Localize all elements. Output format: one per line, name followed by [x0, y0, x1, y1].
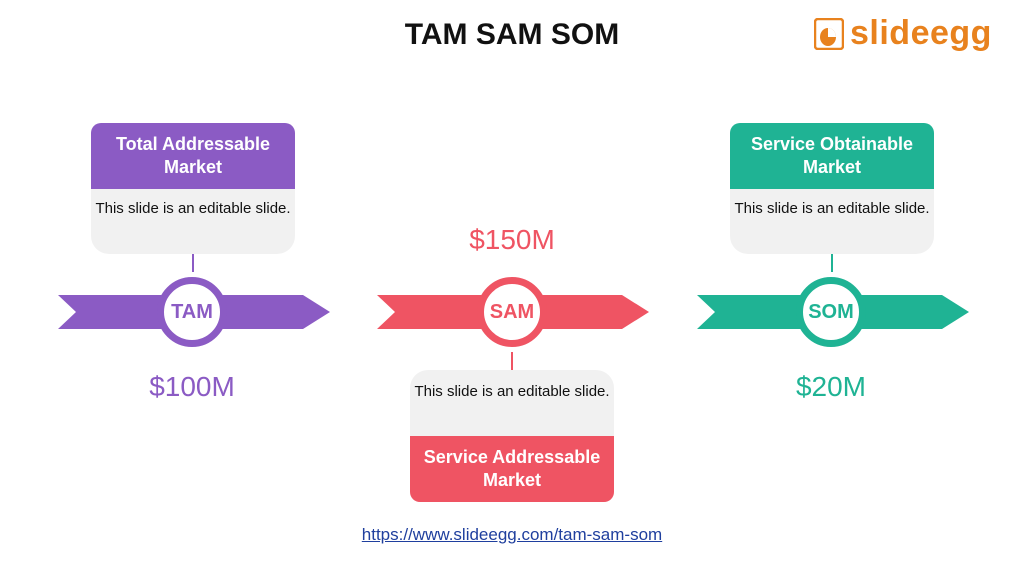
logo-text: slideegg	[850, 14, 992, 52]
som-value: $20M	[795, 371, 867, 402]
tam-circle: TAM	[157, 277, 227, 347]
sam-card: This slide is an editable slide. Service…	[410, 370, 614, 502]
som-card-heading: Service Obtainable Market	[730, 123, 934, 189]
tam-card-heading: Total Addressable Market	[91, 123, 295, 189]
sam-connector	[511, 352, 513, 370]
footer-link[interactable]: https://www.slideegg.com/tam-sam-som	[361, 525, 663, 544]
tam-connector	[192, 254, 194, 272]
tam-card: Total Addressable Market This slide is a…	[91, 123, 295, 254]
tam-value: $100M	[149, 371, 235, 402]
sam-circle: SAM	[477, 277, 547, 347]
sam-value: $150M	[469, 224, 555, 255]
som-circle: SOM	[796, 277, 866, 347]
som-card-description: This slide is an editable slide.	[730, 189, 934, 254]
tam-card-description: This slide is an editable slide.	[91, 189, 295, 254]
som-connector	[831, 254, 833, 272]
page-title: TAM SAM SOM	[404, 18, 620, 51]
slideegg-logo-icon	[814, 18, 844, 50]
sam-card-description: This slide is an editable slide.	[410, 370, 614, 436]
som-card: Service Obtainable Market This slide is …	[730, 123, 934, 254]
sam-card-heading: Service Addressable Market	[410, 436, 614, 502]
slideegg-logo[interactable]: slideegg	[814, 14, 1004, 56]
